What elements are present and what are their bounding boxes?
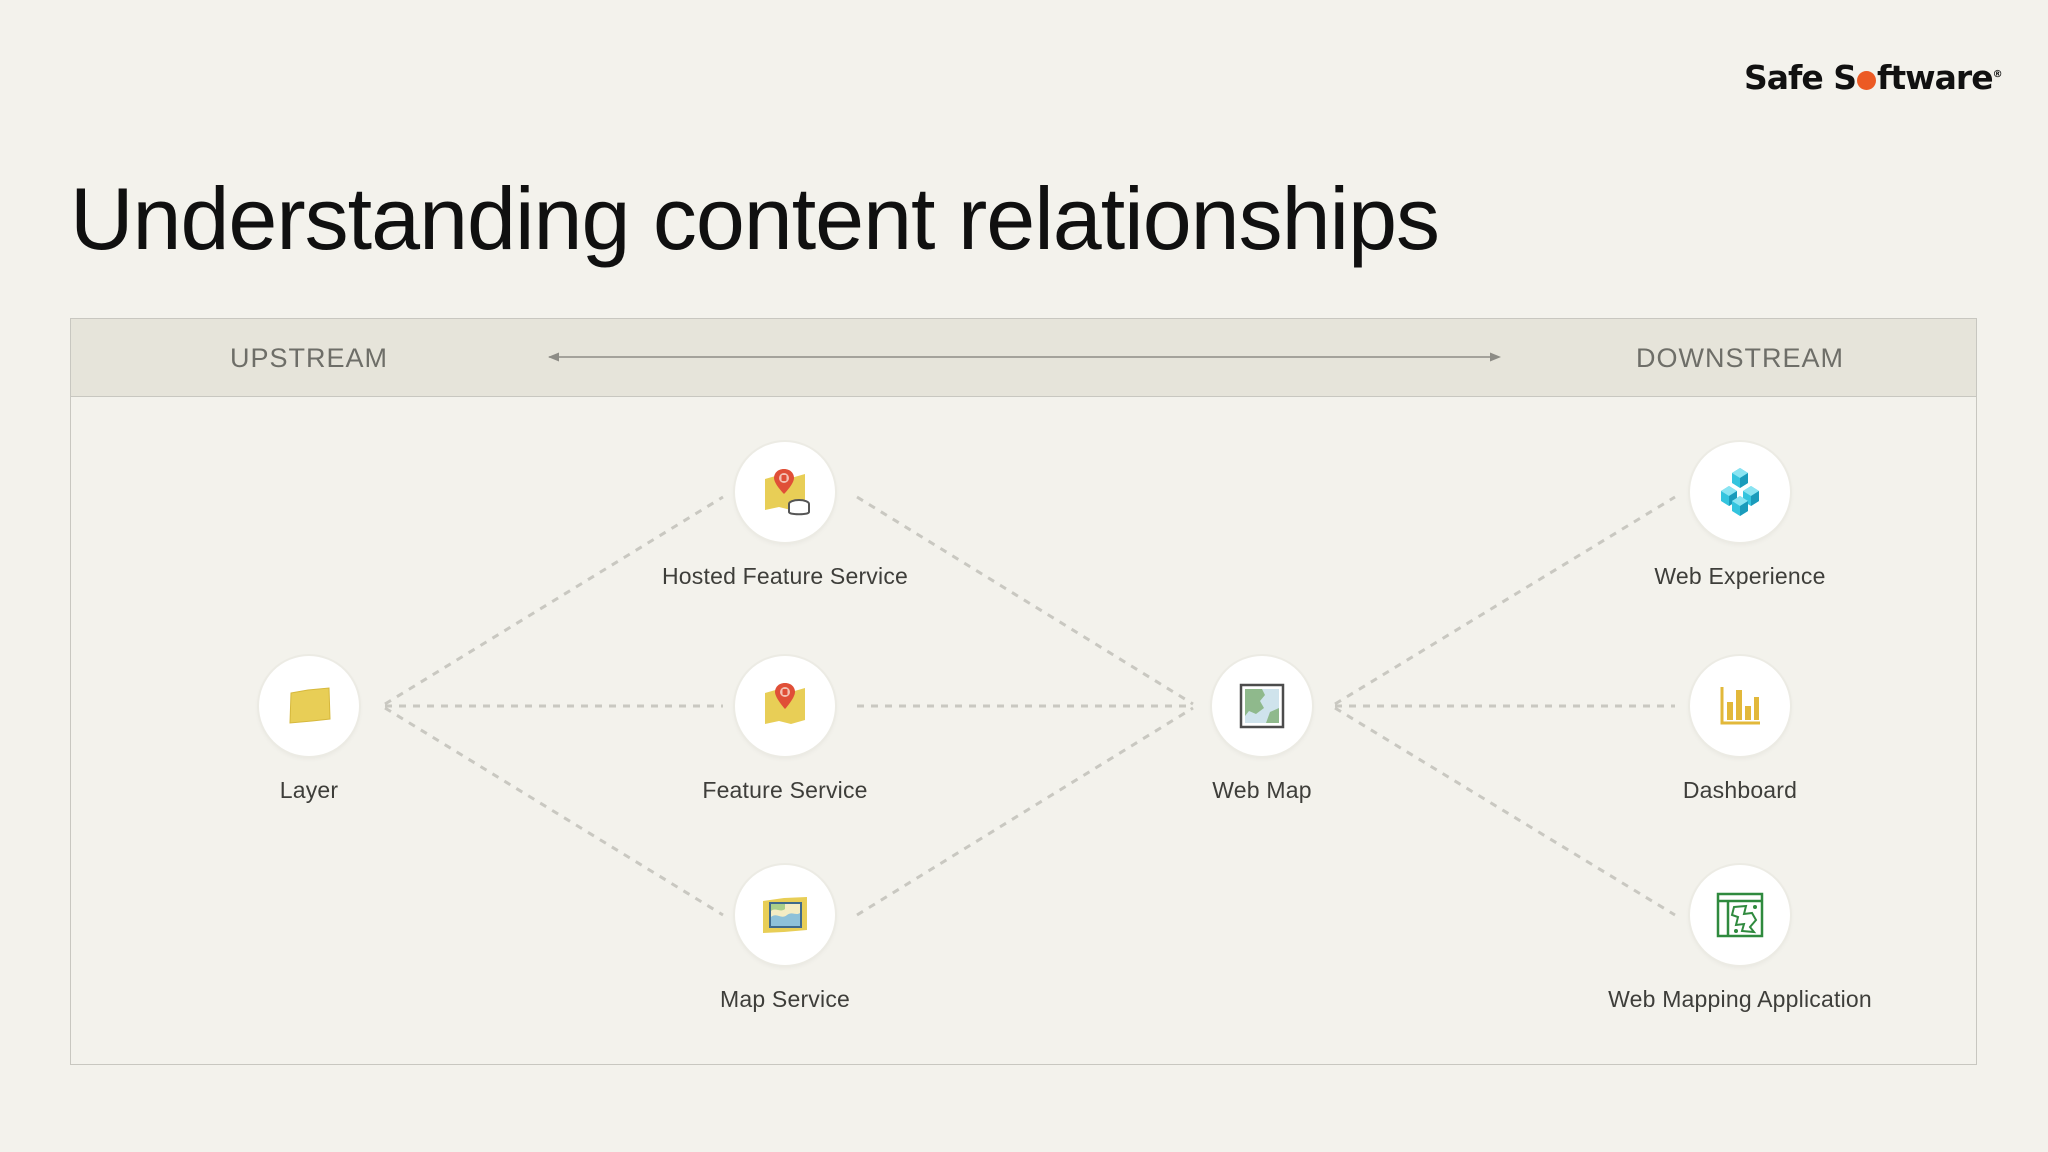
dashboard-icon xyxy=(1720,687,1760,725)
edge-hosted-webmap xyxy=(856,495,1194,706)
upstream-label: UPSTREAM xyxy=(229,343,389,373)
edge-webmap-application xyxy=(1334,706,1676,917)
node-label-web-mapping-application: Web Mapping Application xyxy=(1608,986,1872,1012)
logo-dot xyxy=(1857,71,1877,90)
diagram-panel: UPSTREAM DOWNSTREAM Layer xyxy=(70,318,1977,1065)
node-label-web-map: Web Map xyxy=(1212,777,1312,803)
direction-arrow xyxy=(548,352,1501,362)
map-service-icon xyxy=(763,897,807,933)
downstream-label: DOWNSTREAM xyxy=(1636,343,1844,373)
edge-layer-map-service xyxy=(384,706,724,917)
node-label-web-experience: Web Experience xyxy=(1654,563,1826,589)
node-map-service[interactable] xyxy=(735,865,835,965)
layer-icon xyxy=(289,687,331,724)
node-web-experience[interactable] xyxy=(1690,442,1790,542)
node-web-map[interactable] xyxy=(1212,656,1312,756)
web-mapping-application-icon xyxy=(1716,892,1764,938)
edge-layer-hosted xyxy=(384,495,724,706)
node-label-feature-service: Feature Service xyxy=(702,777,868,803)
edge-mapservice-webmap xyxy=(856,706,1194,917)
node-label-layer: Layer xyxy=(279,777,339,803)
node-label-hosted-feature-service: Hosted Feature Service xyxy=(661,563,909,589)
node-feature-service[interactable] xyxy=(735,656,835,756)
node-dashboard[interactable] xyxy=(1690,656,1790,756)
page-title: Understanding content relationships xyxy=(70,169,1440,268)
direction-band: UPSTREAM DOWNSTREAM xyxy=(71,319,1976,397)
node-layer[interactable] xyxy=(259,656,359,756)
hosted-feature-service-icon xyxy=(765,469,810,516)
connector-layer xyxy=(384,352,1676,917)
node-label-map-service: Map Service xyxy=(719,986,851,1012)
web-map-icon xyxy=(1239,683,1285,729)
node-hosted-feature-service[interactable] xyxy=(735,442,835,542)
web-experience-icon xyxy=(1721,468,1759,516)
feature-service-icon xyxy=(765,683,805,724)
node-label-dashboard: Dashboard xyxy=(1682,777,1798,803)
node-web-mapping-application[interactable] xyxy=(1690,865,1790,965)
edge-webmap-experience xyxy=(1334,495,1676,706)
